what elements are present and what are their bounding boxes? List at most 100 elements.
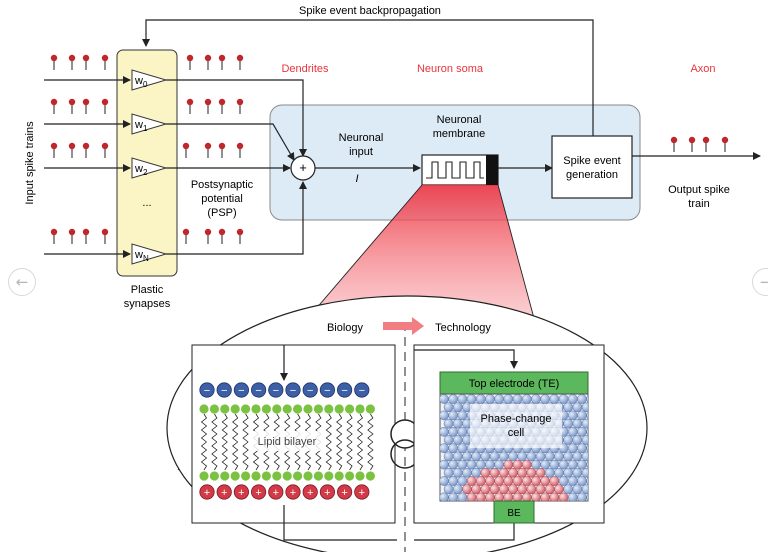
spike-head <box>218 228 226 236</box>
lipid-tail <box>211 441 218 471</box>
crystalline-atom <box>526 484 537 495</box>
spike-head <box>50 228 58 236</box>
cation <box>268 484 284 500</box>
amorphous-atom <box>462 451 472 462</box>
anion <box>354 382 370 398</box>
cation-sign: + <box>307 487 313 499</box>
amorphous-atom <box>544 467 555 478</box>
cation-sign: + <box>204 487 210 499</box>
amorphous-atom <box>457 426 468 437</box>
amorphous-atom <box>567 426 578 437</box>
phase-change-label-2: cell <box>508 427 525 439</box>
amorphous-atom <box>549 394 560 404</box>
lipid-head <box>313 404 323 414</box>
anion-sign: − <box>255 385 261 397</box>
spike-head <box>204 228 212 236</box>
crystalline-atom <box>517 467 528 478</box>
arrow-left-icon[interactable]: ← <box>8 268 36 296</box>
lipid-head <box>303 404 313 414</box>
spike-head <box>101 98 109 106</box>
lipid-head <box>293 404 303 414</box>
technology-label: Technology <box>435 322 491 334</box>
spike-head <box>702 136 710 144</box>
spike-head <box>101 142 109 150</box>
lipid-head <box>324 404 334 414</box>
crystalline-atom <box>480 484 491 495</box>
amorphous-atom <box>586 477 588 485</box>
region-label-dendrites: Dendrites <box>281 63 329 75</box>
amorphous-atom <box>567 394 578 404</box>
cation-sign: + <box>255 487 261 499</box>
crystalline-atom <box>549 492 560 501</box>
cation-row: ++++++++++ <box>199 484 370 500</box>
anion <box>302 382 318 398</box>
amorphous-atom <box>531 459 541 470</box>
amorphous-atom <box>572 451 583 462</box>
amorphous-atom <box>581 435 588 445</box>
crystalline-atom <box>466 492 477 501</box>
amorphous-atom <box>440 426 449 437</box>
amorphous-atom <box>531 394 541 404</box>
crystalline-atom <box>531 476 541 486</box>
spike-head <box>236 142 244 150</box>
anion-sign: − <box>341 385 347 397</box>
cation-sign: + <box>290 487 296 499</box>
lipid-tail <box>232 413 239 443</box>
amorphous-atom <box>586 411 588 420</box>
amorphous-atom <box>471 451 482 462</box>
cation-sign: + <box>324 487 330 499</box>
lipid-tail <box>221 441 228 471</box>
cation <box>302 484 318 500</box>
backprop-arrow <box>142 19 594 136</box>
amorphous-atom <box>466 394 477 404</box>
amorphous-atom <box>586 460 588 469</box>
amorphous-atom <box>567 410 578 421</box>
anion <box>233 382 249 398</box>
summation-node <box>290 155 316 181</box>
lipid-head <box>355 471 365 481</box>
amorphous-atom <box>443 484 454 495</box>
lipid-tail <box>211 413 218 443</box>
neuronal-input-label-2: input <box>349 146 373 158</box>
lipid-head <box>272 404 282 414</box>
output-train-label-2: train <box>688 198 709 210</box>
lipid-tail <box>367 413 374 443</box>
amorphous-atom <box>457 410 468 421</box>
spike-head <box>236 228 244 236</box>
amorphous-atom <box>508 451 518 462</box>
lipid-tail <box>325 413 332 443</box>
spike-head <box>68 228 76 236</box>
cation-sign: + <box>238 487 244 499</box>
amorphous-atom <box>540 394 551 404</box>
lipid-head <box>241 471 251 481</box>
amorphous-atom <box>498 451 509 462</box>
anion <box>268 382 284 398</box>
input-spike-trains-label: Input spike trains <box>24 121 36 205</box>
amorphous-atom <box>489 451 500 462</box>
anion-sign: − <box>221 385 227 397</box>
amorphous-atom <box>485 394 495 404</box>
amorphous-atom <box>563 418 574 429</box>
lipid-head <box>324 471 334 481</box>
lipid-head <box>293 471 303 481</box>
amorphous-atom <box>443 467 454 478</box>
psp-label-1: Postsynaptic <box>191 179 254 191</box>
crystalline-atom <box>489 467 500 478</box>
crystalline-atom <box>554 484 564 495</box>
synapse-ellipsis: ... <box>142 197 151 209</box>
lipid-tail <box>325 441 332 471</box>
lipid-head <box>209 471 219 481</box>
membrane-dark-segment <box>486 155 498 185</box>
amorphous-atom <box>475 459 486 470</box>
crystalline-atom <box>540 492 551 501</box>
lipid-head <box>199 404 209 414</box>
amorphous-atom <box>452 418 463 429</box>
amorphous-atom <box>549 459 560 470</box>
amorphous-atom <box>567 476 578 486</box>
amorphous-atom <box>567 492 578 501</box>
lipid-head <box>272 471 282 481</box>
amorphous-atom <box>577 410 587 421</box>
amorphous-atom <box>443 435 454 445</box>
technology-output-wire <box>414 523 515 541</box>
synapses-label-2: synapses <box>124 298 171 310</box>
